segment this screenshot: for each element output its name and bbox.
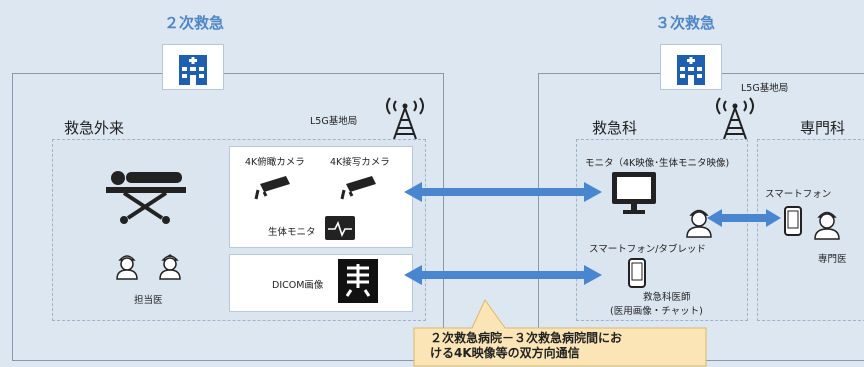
monitor-label: モニタ（4K映像･生体モニタ映像): [585, 158, 730, 169]
dicom-icon: [338, 259, 378, 303]
specialty-smartphone-label: スマートフォン: [765, 189, 832, 200]
right-dept-area: [576, 139, 748, 321]
specialist-figure: [812, 206, 842, 244]
nurse-figure: [157, 250, 183, 284]
left-hospital-title: ２次救急: [164, 14, 225, 32]
antenna-icon: [386, 97, 424, 140]
left-base-station-label: L5G基地局: [310, 116, 358, 127]
left-hospital-icon-frame: [162, 44, 224, 90]
camera2-label: 4K接写カメラ: [330, 157, 390, 168]
dicom-panel: [229, 254, 413, 312]
dicom-image: [337, 258, 379, 308]
left-antenna: [380, 92, 430, 144]
callout-line-2: ける4K映像等の双方向通信: [430, 346, 580, 360]
stretcher-icon: [106, 171, 186, 224]
doctor-icon: [814, 211, 840, 240]
stretcher: [104, 166, 188, 230]
callout-text: ２次救急病院－３次救急病院間にお ける4K映像等の双方向通信: [430, 331, 622, 361]
vital-monitor-icon: [325, 216, 355, 240]
specialty-dept-area: [757, 139, 864, 321]
camera1-label: 4K俯瞰カメラ: [245, 157, 305, 168]
camera-icon: [340, 176, 376, 200]
camera-icon: [254, 176, 290, 200]
smartphone-tablet-label: スマートフォン/タブレッド: [589, 244, 706, 255]
antenna-icon: [716, 97, 754, 140]
er-doctor-label-1: 救急科医師: [643, 292, 691, 303]
camera2: [340, 174, 380, 204]
smartphone-icon: [628, 258, 646, 288]
specialty-smartphone: [784, 206, 802, 240]
doctor-icon: [116, 255, 138, 280]
nurse-icon: [159, 254, 181, 280]
vital-monitor: [323, 214, 357, 248]
specialty-dept-label: 専門科: [800, 119, 846, 137]
monitor-icon: [612, 172, 656, 214]
double-arrow-icon: [404, 265, 602, 285]
left-dept-label: 救急外来: [64, 119, 125, 137]
smartphone-icon: [784, 206, 802, 236]
er-doctor-figure: [684, 204, 714, 242]
er-doctor-label-2: (医用画像・チャット): [610, 306, 703, 317]
right-hospital-icon-frame: [660, 44, 722, 90]
dicom-label: DICOM画像: [272, 280, 324, 291]
left-doctor-label: 担当医: [134, 295, 163, 306]
hospital-icon: [179, 55, 207, 85]
doctor-figure: [114, 250, 140, 284]
right-base-station-label: L5G基地局: [741, 83, 789, 94]
double-arrow-icon: [707, 209, 781, 227]
camera-panel: [229, 146, 413, 248]
double-arrow-icon: [404, 182, 602, 202]
er-monitor: [610, 170, 658, 220]
callout-line-1: ２次救急病院－３次救急病院間にお: [430, 331, 623, 345]
doctor-icon: [686, 209, 712, 238]
er-smartphone: [628, 258, 646, 292]
vital-monitor-label: 生体モニタ: [268, 227, 316, 238]
right-antenna: [710, 92, 760, 144]
right-hospital-title: ３次救急: [655, 14, 716, 32]
hospital-icon: [677, 55, 705, 85]
right-dept-label: 救急科: [592, 119, 638, 137]
specialist-label: 専門医: [818, 254, 847, 265]
camera1: [254, 174, 294, 204]
callout-bubble: [413, 299, 707, 367]
